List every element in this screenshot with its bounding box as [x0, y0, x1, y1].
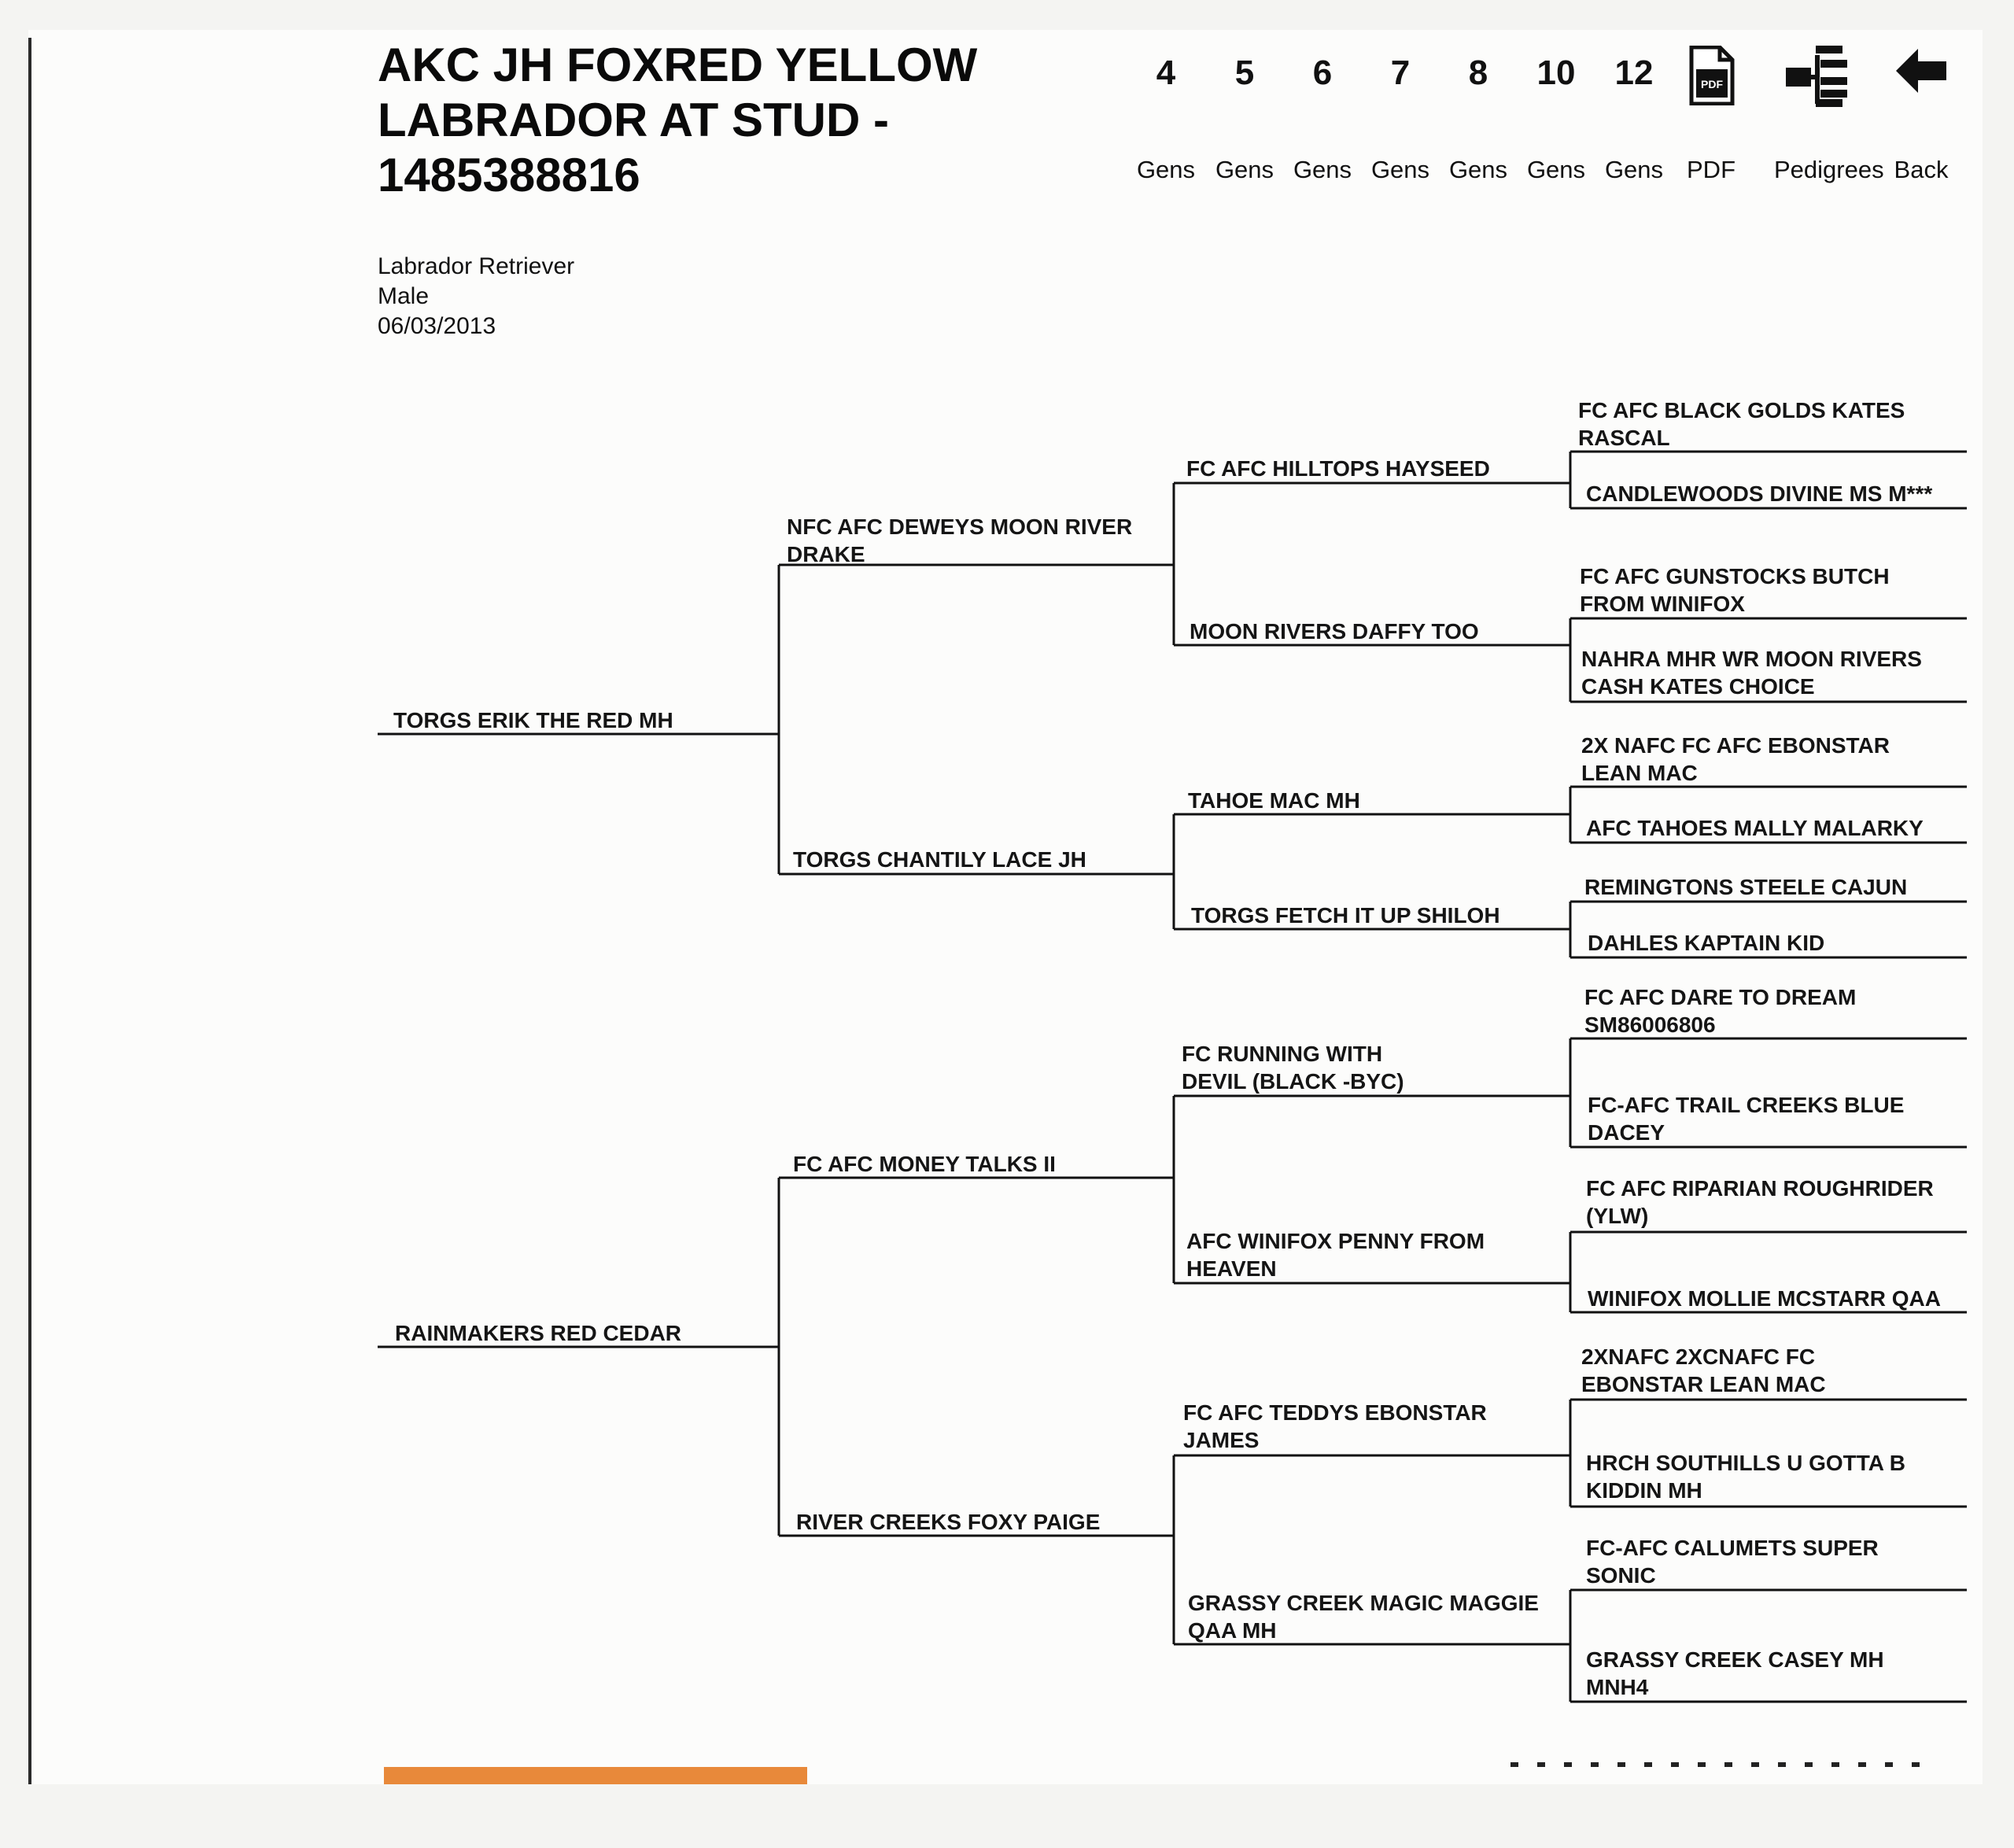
gen3-dog-name[interactable]: FC RUNNING WITH DEVIL (BLACK -BYC)	[1182, 1042, 1404, 1094]
pdf-document-icon[interactable]: PDF	[1688, 46, 1736, 105]
gens-12-link[interactable]: 12	[1614, 53, 1654, 92]
gen2-dog-name[interactable]: RIVER CREEKS FOXY PAIGE	[796, 1510, 1101, 1534]
breed-text: Labrador Retriever	[378, 253, 575, 279]
gen4-dog-name[interactable]: FC AFC DARE TO DREAM SM86006806	[1584, 985, 1857, 1037]
back-arrow-icon[interactable]	[1894, 46, 1948, 96]
sire-name[interactable]: TORGS ERIK THE RED MH	[393, 708, 673, 732]
gens-7-label[interactable]: Gens	[1370, 156, 1430, 183]
gen4-dog-name[interactable]: FC AFC GUNSTOCKS BUTCH FROM WINIFOX	[1580, 564, 1890, 616]
page-title: AKC JH FOXRED YELLOW LABRADOR AT STUD - …	[378, 38, 1086, 203]
gen3-dog-name[interactable]: TAHOE MAC MH	[1188, 788, 1360, 813]
gen4-dog-name[interactable]: REMINGTONS STEELE CAJUN	[1584, 875, 1908, 899]
footer-orange-bar	[384, 1767, 807, 1784]
pdf-label[interactable]: PDF	[1687, 156, 1736, 183]
gens-10-label[interactable]: Gens	[1526, 156, 1586, 183]
pedigree-tree-icon[interactable]	[1784, 46, 1850, 109]
gen2-dog-name[interactable]: FC AFC MONEY TALKS II	[793, 1152, 1056, 1176]
gen4-dog-name[interactable]: GRASSY CREEK CASEY MH MNH4	[1586, 1647, 1884, 1699]
dam-name[interactable]: RAINMAKERS RED CEDAR	[395, 1321, 682, 1345]
gen4-dog-name[interactable]: 2X NAFC FC AFC EBONSTAR LEAN MAC	[1581, 733, 1890, 785]
gens-12-label[interactable]: Gens	[1604, 156, 1664, 183]
gen4-dog-name[interactable]: 2XNAFC 2XCNAFC FC EBONSTAR LEAN MAC	[1581, 1345, 1826, 1396]
gens-6-link[interactable]: 6	[1312, 53, 1333, 92]
birth-date-text: 06/03/2013	[378, 313, 496, 339]
gen3-dog-name[interactable]: FC AFC TEDDYS EBONSTAR JAMES	[1183, 1400, 1487, 1452]
gens-4-link[interactable]: 4	[1156, 53, 1176, 92]
gen4-dog-name[interactable]: WINIFOX MOLLIE MCSTARR QAA	[1588, 1286, 1941, 1311]
title-line: AKC JH FOXRED YELLOW	[378, 39, 978, 91]
gen2-dog-name[interactable]: TORGS CHANTILY LACE JH	[793, 847, 1086, 872]
gen4-dog-name[interactable]: FC AFC BLACK GOLDS KATES RASCAL	[1578, 398, 1905, 450]
gens-4-label[interactable]: Gens	[1136, 156, 1196, 183]
gen3-dog-name[interactable]: MOON RIVERS DAFFY TOO	[1190, 619, 1479, 644]
gen4-dog-name[interactable]: FC-AFC CALUMETS SUPER SONIC	[1586, 1536, 1879, 1588]
gen3-dog-name[interactable]: GRASSY CREEK MAGIC MAGGIE QAA MH	[1188, 1591, 1539, 1643]
gen3-dog-name[interactable]: AFC WINIFOX PENNY FROM HEAVEN	[1186, 1229, 1485, 1281]
pedigree-page	[28, 30, 1983, 1784]
footer-text-fragment	[1510, 1762, 1920, 1767]
gens-5-label[interactable]: Gens	[1215, 156, 1274, 183]
gen3-dog-name[interactable]: TORGS FETCH IT UP SHILOH	[1191, 903, 1500, 928]
gen4-dog-name[interactable]: NAHRA MHR WR MOON RIVERS CASH KATES CHOI…	[1581, 647, 1922, 699]
sex-text: Male	[378, 283, 430, 309]
title-line: 1485388816	[378, 149, 640, 201]
gens-8-label[interactable]: Gens	[1448, 156, 1508, 183]
pdf-icon-text: PDF	[1701, 78, 1723, 90]
gens-8-link[interactable]: 8	[1468, 53, 1488, 92]
gens-6-label[interactable]: Gens	[1293, 156, 1352, 183]
gen2-dog-name[interactable]: NFC AFC DEWEYS MOON RIVER DRAKE	[787, 515, 1133, 566]
gen4-dog-name[interactable]: FC AFC RIPARIAN ROUGHRIDER (YLW)	[1586, 1176, 1934, 1228]
page-edge	[28, 38, 31, 1784]
gen4-dog-name[interactable]: FC-AFC TRAIL CREEKS BLUE DACEY	[1588, 1093, 1905, 1145]
gen4-dog-name[interactable]: DAHLES KAPTAIN KID	[1588, 931, 1825, 955]
back-label[interactable]: Back	[1894, 156, 1949, 183]
gen4-dog-name[interactable]: AFC TAHOES MALLY MALARKY	[1586, 816, 1924, 840]
gen4-dog-name[interactable]: CANDLEWOODS DIVINE MS M***	[1586, 481, 1933, 506]
gens-10-link[interactable]: 10	[1536, 53, 1576, 92]
gen4-dog-name[interactable]: HRCH SOUTHILLS U GOTTA B KIDDIN MH	[1586, 1451, 1905, 1503]
title-line: LABRADOR AT STUD -	[378, 94, 889, 146]
gen3-dog-name[interactable]: FC AFC HILLTOPS HAYSEED	[1186, 456, 1490, 481]
gens-7-link[interactable]: 7	[1390, 53, 1411, 92]
gens-5-link[interactable]: 5	[1234, 53, 1255, 92]
